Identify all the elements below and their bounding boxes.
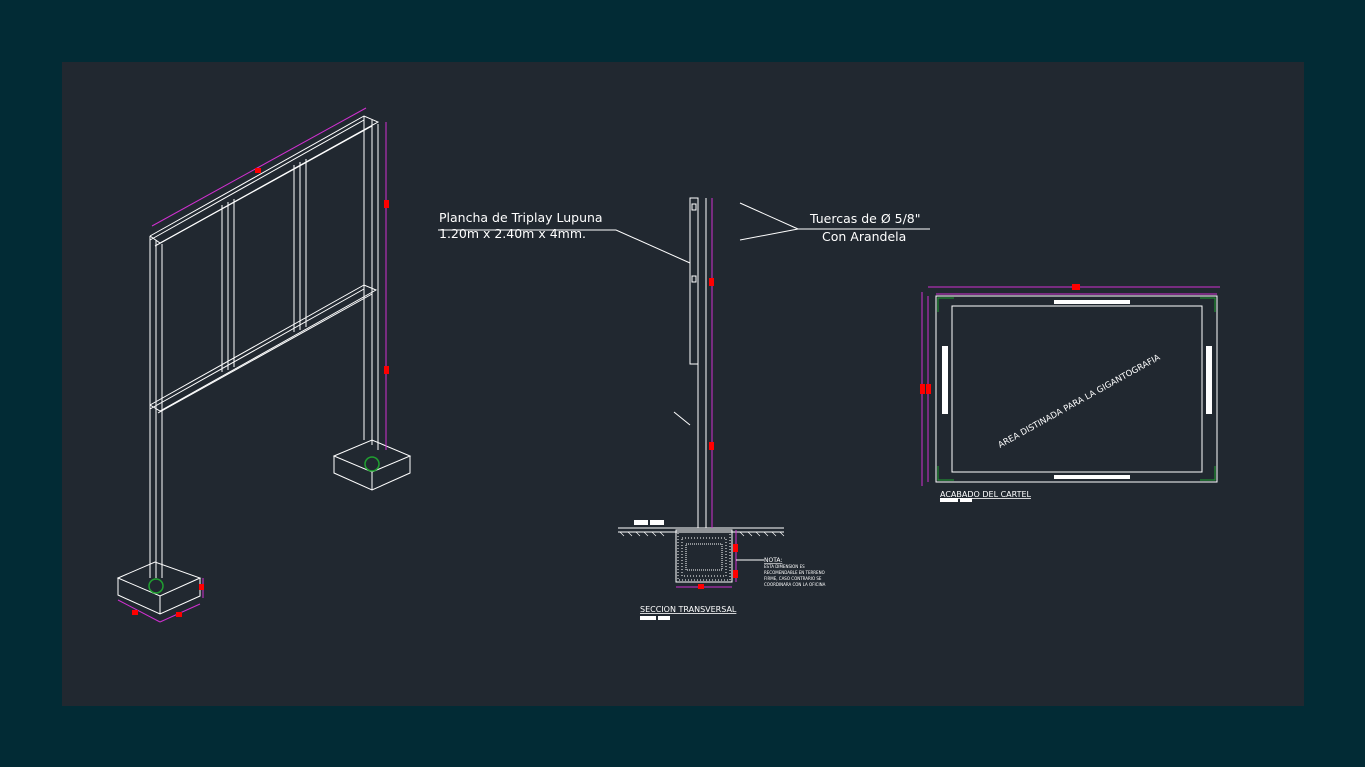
- acabado-dimension-markers: [920, 284, 1080, 394]
- isometric-dimensions: [117, 107, 387, 623]
- acabado-dimensions: [921, 286, 1220, 486]
- area-gigantografia-label: AREA DISTINADA PARA LA GIGANTOGRAFIA: [997, 353, 1163, 451]
- nota-line-4: COORDINARA CON LA OFICINA: [764, 582, 826, 587]
- acabado-green-corners: [937, 297, 1216, 481]
- seccion-title: SECCION TRANSVERSAL: [640, 605, 737, 614]
- tuercas-label-line1: Tuercas de Ø 5/8": [809, 211, 921, 226]
- ground-hatch: [619, 531, 785, 537]
- isometric-billboard-view: [116, 115, 412, 615]
- isometric-dimension-markers: [132, 168, 389, 617]
- cad-drawing: Plancha de Triplay Lupuna 1.20m x 2.40m …: [116, 107, 1220, 623]
- acabado-title: ACABADO DEL CARTEL: [940, 490, 1032, 499]
- footing-hatch: [677, 531, 731, 581]
- isometric-base-marks: [148, 456, 380, 594]
- drawing-canvas: Plancha de Triplay Lupuna 1.20m x 2.40m …: [62, 62, 1304, 706]
- nota-line-1: ESTA DIMENSION ES: [764, 564, 805, 569]
- plancha-label-line2: 1.20m x 2.40m x 4mm.: [439, 226, 586, 241]
- acabado-bolt-strips: [940, 300, 1212, 502]
- section-dimension-markers: [698, 278, 738, 589]
- plancha-label-line1: Plancha de Triplay Lupuna: [439, 210, 603, 225]
- leader-lines: [438, 202, 930, 561]
- tuercas-label-line2: Con Arandela: [822, 229, 906, 244]
- section-small-tags: [634, 520, 670, 620]
- nota-line-2: RECOMENDABLE EN TERRENO: [764, 570, 825, 575]
- nota-title: NOTA:: [764, 557, 782, 564]
- acabado-elevation: [935, 295, 1218, 483]
- nota-line-3: FIRME, CASO CONTRARIO SE: [764, 576, 822, 581]
